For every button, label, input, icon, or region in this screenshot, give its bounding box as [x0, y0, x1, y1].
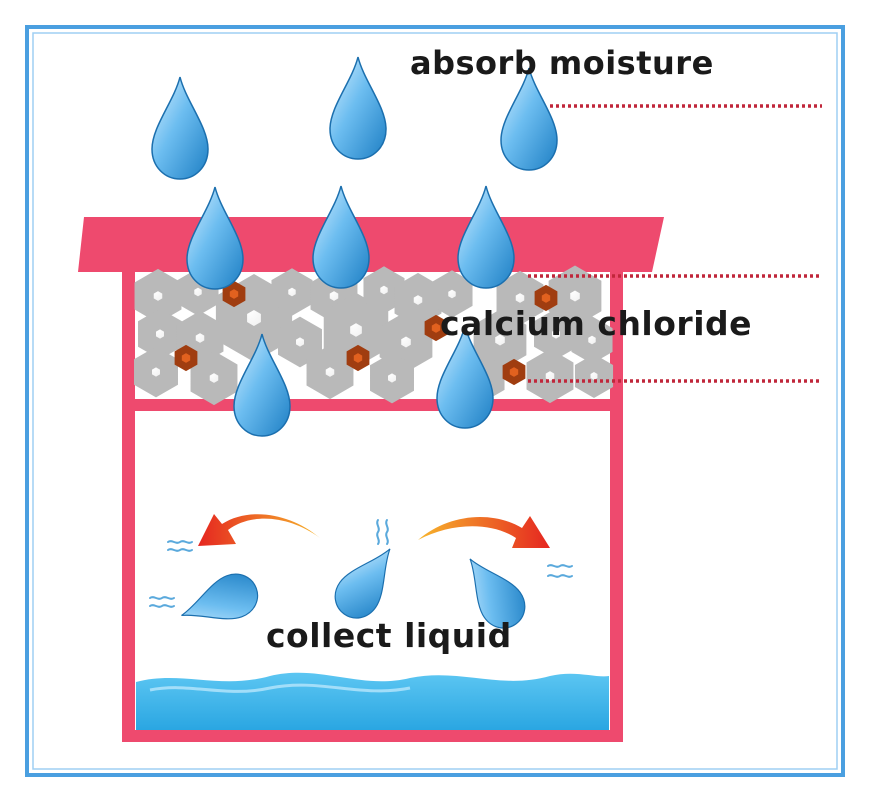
outer-frame [25, 25, 845, 777]
water-drop [173, 567, 265, 637]
water-highlight [149, 683, 411, 693]
leader-lines [528, 104, 822, 383]
water-drop [186, 186, 244, 290]
label-calcium-chloride: calcium chloride [440, 304, 753, 343]
vapor-wisps [149, 519, 573, 608]
container-bottom [122, 730, 623, 742]
water-drop [457, 185, 515, 289]
water-drop [325, 535, 409, 628]
right-curved-arrow [418, 516, 550, 548]
water-drop [329, 56, 387, 160]
flow-arrows [198, 514, 550, 548]
water-drop [151, 76, 209, 180]
left-curved-arrow [198, 514, 320, 546]
outer-frame-inner-line [32, 32, 838, 770]
collected-water [136, 672, 609, 730]
label-collect-liquid: collect liquid [266, 616, 512, 655]
container-right-wall [610, 268, 623, 742]
water-drop [500, 67, 558, 171]
container-left-wall [122, 268, 135, 742]
water-drop [312, 185, 370, 289]
label-absorb-moisture: absorb moisture [410, 44, 714, 82]
container-lid [78, 217, 664, 272]
